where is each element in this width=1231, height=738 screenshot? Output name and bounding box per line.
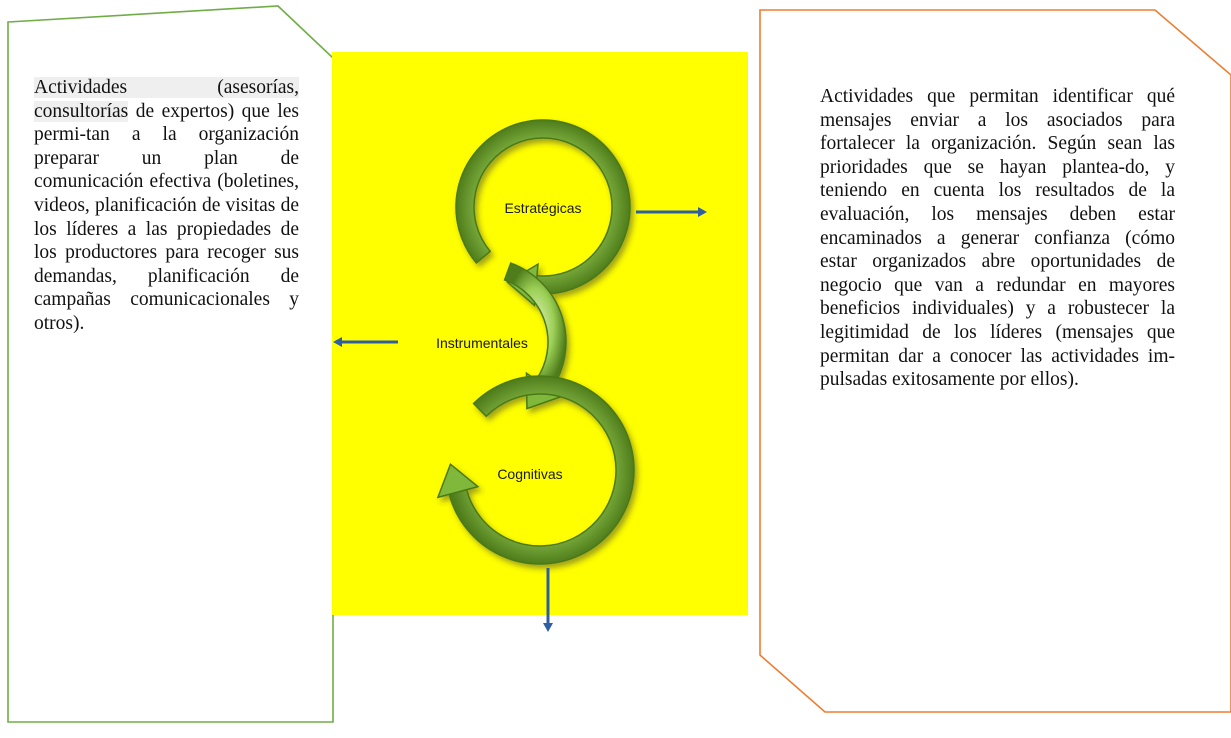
- label-instrumental: Instrumentales: [436, 335, 528, 351]
- cognitive-ring: [448, 375, 635, 565]
- left-callout-text: Actividades (asesorías, consultorías de …: [34, 76, 299, 336]
- cognitive-output-arrow: [543, 568, 553, 632]
- cognitive-ring-arrowhead: [436, 462, 480, 499]
- right-callout-text: Actividades que permitan identificar qué…: [820, 86, 1175, 391]
- left-callout-body: de expertos) que les permi-tan a la orga…: [34, 100, 299, 334]
- strategic-output-arrow: [636, 207, 707, 217]
- label-cognitive: Cognitivas: [497, 466, 562, 482]
- yellow-background: [332, 52, 748, 615]
- instrumental-output-arrow: [333, 337, 398, 347]
- right-callout-box: [759, 9, 1231, 713]
- label-strategic: Estratégicas: [504, 200, 581, 216]
